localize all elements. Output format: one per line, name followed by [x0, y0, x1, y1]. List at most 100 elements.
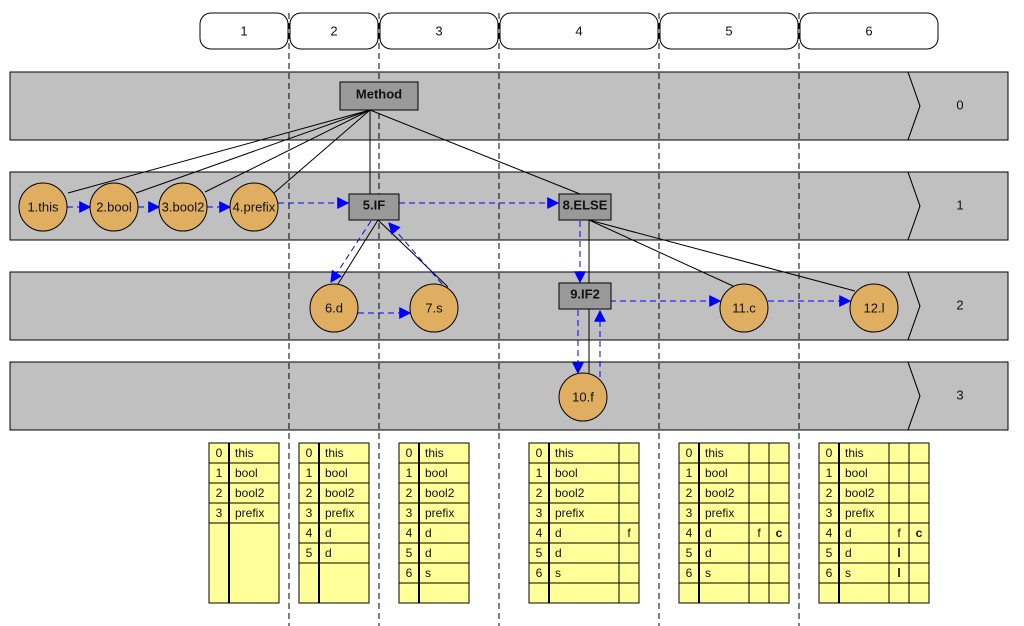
- table-cell: this: [325, 446, 344, 460]
- table-cell: 0: [826, 446, 833, 460]
- table-cell: d: [705, 526, 712, 540]
- node-n11: [719, 283, 769, 333]
- table-cell: f: [627, 526, 631, 540]
- table-cell: 1: [686, 466, 693, 480]
- table-cell: bool: [555, 466, 578, 480]
- box-label: 8.ELSE: [563, 197, 608, 212]
- table-cell: 1: [216, 466, 223, 480]
- node-label: 6.d: [325, 300, 343, 315]
- node-n6: [309, 283, 359, 333]
- table-cell: 2: [536, 486, 543, 500]
- table-cell: d: [425, 526, 432, 540]
- table-cell: s: [555, 566, 561, 580]
- table-cell: d: [845, 546, 852, 560]
- table-cell: 5: [306, 546, 313, 560]
- column-header-label: 6: [865, 23, 872, 38]
- table-cell: f: [757, 526, 761, 540]
- lane-band: [9, 71, 921, 141]
- table-cell: d: [555, 526, 562, 540]
- box-method: [339, 81, 419, 111]
- lane-band: [9, 171, 921, 241]
- table-cell: bool: [235, 466, 258, 480]
- table-cell: f: [897, 526, 901, 540]
- table-cell: d: [555, 546, 562, 560]
- tree-edge: [337, 219, 379, 285]
- tree-edge: [588, 219, 734, 287]
- box-if9: [558, 282, 612, 310]
- table-cell: 0: [536, 446, 543, 460]
- tree-edge: [67, 109, 371, 194]
- table-cell: prefix: [425, 506, 454, 520]
- table-cell: 1: [826, 466, 833, 480]
- table-cell: 3: [536, 506, 543, 520]
- table-cell: 5: [686, 546, 693, 560]
- node-n10: [558, 372, 608, 422]
- table-cell: l: [897, 546, 900, 560]
- table-cell: 3: [686, 506, 693, 520]
- flow-arrow: [388, 222, 443, 285]
- table-cell: d: [325, 526, 332, 540]
- table-cell: 4: [686, 526, 693, 540]
- node-label: 4.prefix: [233, 199, 276, 214]
- table-cell: s: [425, 566, 431, 580]
- table-cell: 6: [826, 566, 833, 580]
- table-cell: s: [845, 566, 851, 580]
- table-cell: l: [897, 566, 900, 580]
- node-label: 7.s: [425, 300, 443, 315]
- table-cell: bool2: [425, 486, 455, 500]
- table-cell: 2: [686, 486, 693, 500]
- column-header-label: 2: [330, 23, 337, 38]
- column-header: [799, 12, 939, 50]
- node-label: 11.c: [732, 300, 756, 315]
- node-n1: [18, 182, 68, 232]
- lane-level-label: 2: [956, 297, 963, 312]
- table-cell: 2: [826, 486, 833, 500]
- table-cell: 0: [406, 446, 413, 460]
- table-cell: bool: [845, 466, 868, 480]
- table-cell: 6: [406, 566, 413, 580]
- lane-band: [9, 271, 921, 341]
- table-cell: 4: [826, 526, 833, 540]
- table-cell: 4: [536, 526, 543, 540]
- flow-arrows: [67, 197, 852, 377]
- box-label: 5.IF: [363, 197, 385, 212]
- table-cell: this: [705, 446, 724, 460]
- table-cell: this: [845, 446, 864, 460]
- lane-level-label: 3: [956, 387, 963, 402]
- table-cell: 4: [306, 526, 313, 540]
- table-cell: bool: [425, 466, 448, 480]
- table-cell: s: [705, 566, 711, 580]
- node-n7: [409, 283, 459, 333]
- tree-edge: [135, 109, 371, 194]
- table-cell: 5: [536, 546, 543, 560]
- table-cell: d: [705, 546, 712, 560]
- table-cell: 3: [826, 506, 833, 520]
- table-cell: 2: [406, 486, 413, 500]
- table-cell: 5: [826, 546, 833, 560]
- table-cell: 2: [306, 486, 313, 500]
- box-else8: [558, 193, 612, 221]
- column-header: [289, 12, 379, 50]
- table-cell: bool: [325, 466, 348, 480]
- table-cell: bool2: [705, 486, 735, 500]
- table-cell: 2: [216, 486, 223, 500]
- table-cell: c: [776, 526, 783, 540]
- table-cell: 6: [536, 566, 543, 580]
- box-label: 9.IF2: [570, 286, 600, 301]
- node-n4: [229, 182, 279, 232]
- table-cell: this: [235, 446, 254, 460]
- node-label: 12.l: [864, 300, 885, 315]
- table-cell: bool2: [845, 486, 875, 500]
- node-label: 3.bool2: [162, 199, 205, 214]
- table-cell: bool2: [325, 486, 355, 500]
- lane-level-tab: [907, 71, 1009, 141]
- table-cell: bool2: [235, 486, 265, 500]
